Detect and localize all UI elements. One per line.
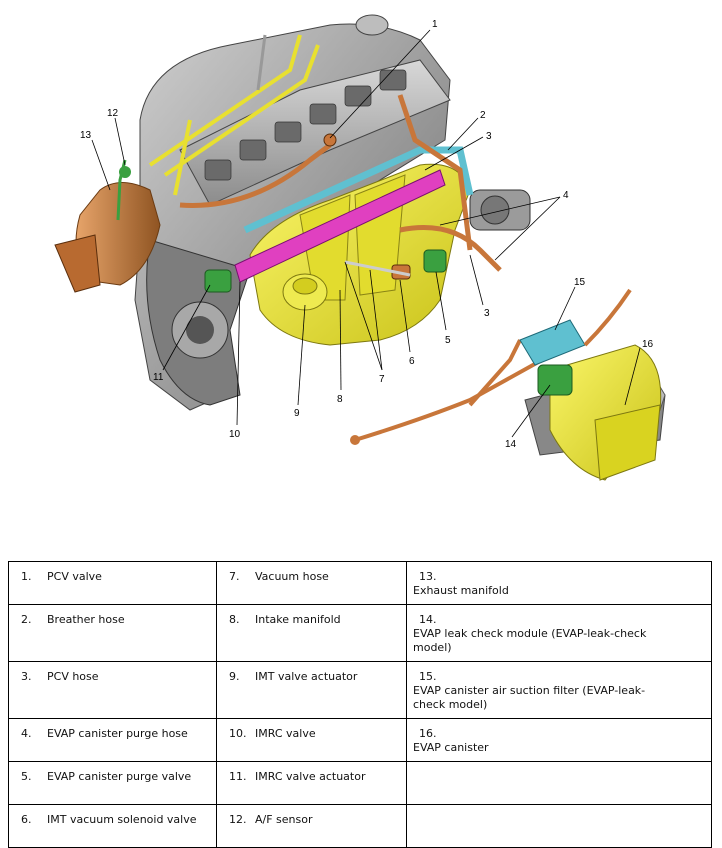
callout-6: 6 bbox=[409, 356, 415, 367]
pcv-valve bbox=[323, 133, 337, 147]
callout-2: 2 bbox=[480, 110, 486, 121]
callout-7: 7 bbox=[379, 374, 385, 385]
callout-11: 11 bbox=[153, 372, 164, 383]
breather-hose bbox=[243, 146, 474, 234]
engine-evap-diagram: 1 2 3 4 3 5 6 7 8 9 10 11 12 13 14 15 16 bbox=[54, 14, 666, 481]
pcv-hose bbox=[397, 94, 473, 251]
legend-cell bbox=[406, 761, 712, 805]
legend-item-number: 10. bbox=[229, 727, 247, 740]
legend-item-label: EVAP leak check module (EVAP-leak-check … bbox=[413, 627, 647, 654]
legend-cell: 1. PCV valve bbox=[8, 561, 217, 605]
legend-cell: 4. EVAP canister purge hose bbox=[8, 718, 217, 762]
leader-lines bbox=[91, 29, 641, 438]
legend-item-label: IMT vacuum solenoid valve bbox=[47, 813, 197, 826]
legend-cell: 9. IMT valve actuator bbox=[216, 661, 407, 719]
dipstick bbox=[256, 34, 267, 91]
legend-cell: 11. IMRC valve actuator bbox=[216, 761, 407, 805]
callout-13: 13 bbox=[80, 130, 92, 141]
evap-purge-hose bbox=[399, 225, 502, 272]
legend-cell: 8. Intake manifold bbox=[216, 604, 407, 662]
legend-item-label: EVAP canister purge valve bbox=[47, 770, 192, 783]
evap-purge-line-2 bbox=[468, 339, 522, 407]
callout-3b: 3 bbox=[484, 308, 490, 319]
legend-cell: 14.EVAP leak check module (EVAP-leak-che… bbox=[406, 604, 712, 662]
legend-cell: 7. Vacuum hose bbox=[216, 561, 407, 605]
legend-item-label: Breather hose bbox=[47, 613, 125, 626]
legend-cell: 13.Exhaust manifold bbox=[406, 561, 712, 605]
callout-14: 14 bbox=[505, 439, 517, 450]
legend-cell: 3. PCV hose bbox=[8, 661, 217, 719]
legend-item-number: 14. bbox=[419, 613, 437, 626]
legend-row: 5. EVAP canister purge valve 11. IMRC valve… bbox=[8, 761, 712, 805]
legend-row: 1. PCV valve 7. Vacuum hose 13.Exhaust manif… bbox=[8, 561, 712, 605]
callout-3a: 3 bbox=[486, 131, 492, 142]
pcv-hose-2 bbox=[179, 143, 332, 208]
legend-cell: 2. Breather hose bbox=[8, 604, 217, 662]
legend-item-label: IMRC valve bbox=[255, 727, 316, 740]
legend-item-number: 2. bbox=[21, 613, 32, 626]
callout-15: 15 bbox=[574, 277, 586, 288]
legend-item-label: Intake manifold bbox=[255, 613, 341, 626]
legend-item-number: 9. bbox=[229, 670, 240, 683]
callout-labels: 1 2 3 4 3 5 6 7 8 9 10 11 12 13 14 15 16 bbox=[80, 19, 654, 450]
legend-item-number: 12. bbox=[229, 813, 247, 826]
imrc-valve-actuator bbox=[204, 269, 232, 293]
legend-item-label: EVAP canister air suction filter (EVAP-l… bbox=[413, 684, 646, 711]
parts-legend-body: 1. PCV valve 7. Vacuum hose 13.Exhaust manif… bbox=[8, 561, 712, 848]
evap-canister-assembly bbox=[519, 288, 666, 481]
legend-item-label: EVAP canister purge hose bbox=[47, 727, 188, 740]
callout-12: 12 bbox=[107, 108, 119, 119]
legend-item-label: Vacuum hose bbox=[255, 570, 329, 583]
legend-item-number: 5. bbox=[21, 770, 32, 783]
legend-item-label: IMRC valve actuator bbox=[255, 770, 366, 783]
imt-valve-actuator bbox=[282, 273, 328, 311]
callout-1: 1 bbox=[432, 19, 438, 30]
legend-cell bbox=[406, 804, 712, 848]
legend-item-number: 6. bbox=[21, 813, 32, 826]
legend-item-label: Exhaust manifold bbox=[413, 584, 509, 597]
legend-item-number: 1. bbox=[21, 570, 32, 583]
callout-4: 4 bbox=[563, 190, 569, 201]
legend-row: 3. PCV hose 9. IMT valve actuator 15.EVAP ca… bbox=[8, 661, 712, 719]
callout-16: 16 bbox=[642, 339, 654, 350]
legend-item-label: PCV hose bbox=[47, 670, 99, 683]
legend-cell: 12. A/F sensor bbox=[216, 804, 407, 848]
legend-item-number: 16. bbox=[419, 727, 437, 740]
parts-legend-table: 1. PCV valve 7. Vacuum hose 13.Exhaust manif… bbox=[8, 561, 712, 848]
exhaust-manifold bbox=[54, 182, 161, 293]
legend-item-number: 7. bbox=[229, 570, 240, 583]
legend-cell: 6. IMT vacuum solenoid valve bbox=[8, 804, 217, 848]
legend-cell: 10. IMRC valve bbox=[216, 718, 407, 762]
imrc-valve bbox=[234, 169, 446, 283]
legend-row: 2. Breather hose 8. Intake manifold 14.EVAP … bbox=[8, 604, 712, 662]
callout-10: 10 bbox=[229, 429, 241, 440]
legend-item-number: 3. bbox=[21, 670, 32, 683]
legend-item-label: IMT valve actuator bbox=[255, 670, 358, 683]
vacuum-hose bbox=[344, 260, 411, 277]
fuel-lines bbox=[148, 34, 320, 196]
legend-item-label: EVAP canister bbox=[413, 741, 489, 754]
evap-purge-valve bbox=[423, 249, 447, 273]
af-sensor-body bbox=[119, 166, 131, 178]
legend-cell: 5. EVAP canister purge valve bbox=[8, 761, 217, 805]
legend-item-label: A/F sensor bbox=[255, 813, 313, 826]
legend-item-number: 15. bbox=[419, 670, 437, 683]
legend-item-number: 13. bbox=[419, 570, 437, 583]
legend-cell: 15.EVAP canister air suction filter (EVA… bbox=[406, 661, 712, 719]
hose-end bbox=[350, 435, 360, 445]
callout-9: 9 bbox=[294, 408, 300, 419]
callout-5: 5 bbox=[445, 335, 451, 346]
legend-item-label: PCV valve bbox=[47, 570, 102, 583]
evap-purge-line bbox=[354, 348, 561, 442]
legend-item-number: 11. bbox=[229, 770, 247, 783]
legend-item-number: 4. bbox=[21, 727, 32, 740]
callout-8: 8 bbox=[337, 394, 343, 405]
legend-row: 6. IMT vacuum solenoid valve 12. A/F sensor bbox=[8, 804, 712, 848]
legend-item-number: 8. bbox=[229, 613, 240, 626]
legend-cell: 16.EVAP canister bbox=[406, 718, 712, 762]
